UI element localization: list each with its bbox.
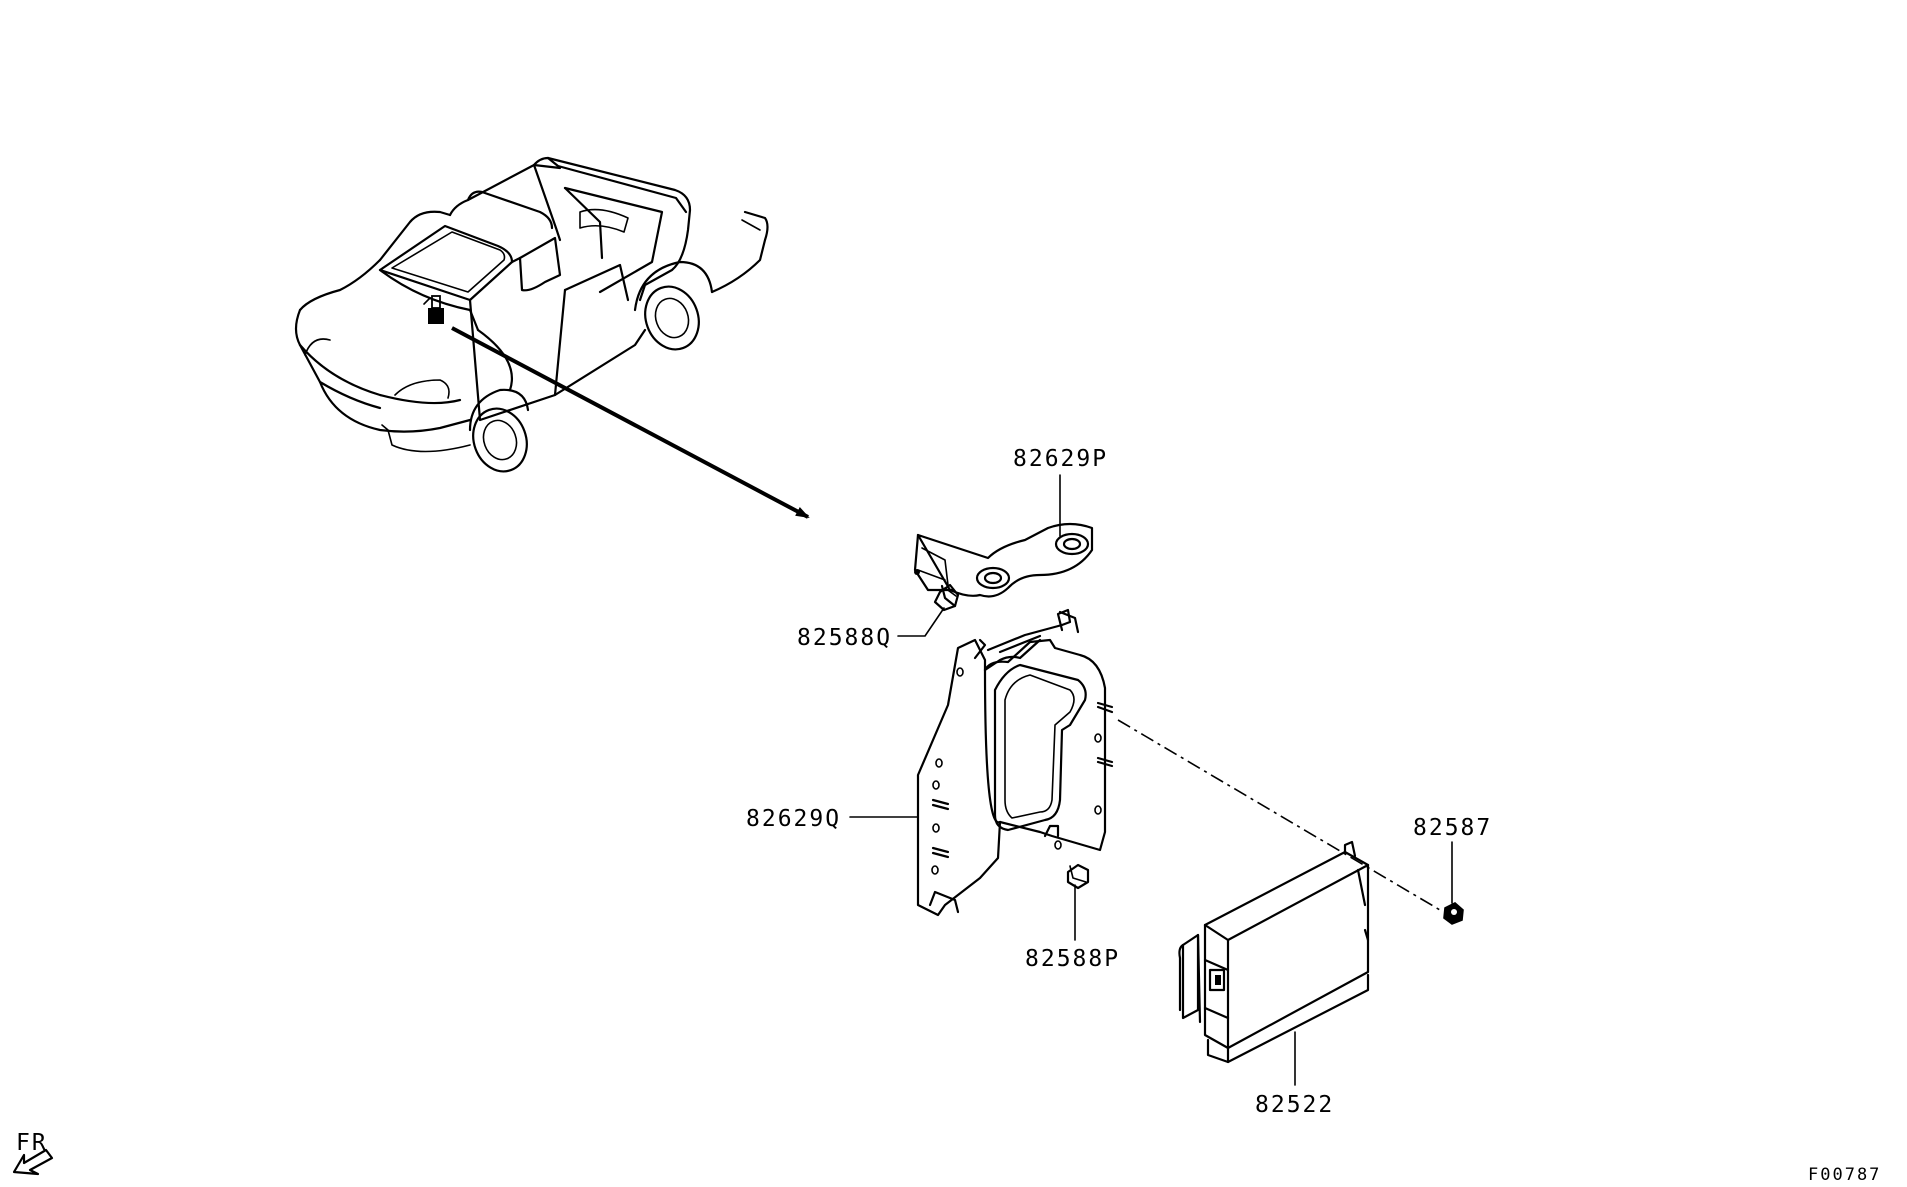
main-bracket-82629q xyxy=(916,608,1114,917)
label-82522: 82522 xyxy=(1255,1092,1334,1118)
front-direction-marker: FR xyxy=(12,1130,54,1176)
label-82588q: 82588Q xyxy=(797,625,892,651)
ecu-location-marker xyxy=(423,295,444,324)
label-82588p: 82588P xyxy=(1025,946,1120,972)
figure-code: F00787 xyxy=(1808,1165,1881,1185)
bolt-82588q xyxy=(933,583,960,612)
label-82587: 82587 xyxy=(1413,815,1492,841)
location-pointer-arrow xyxy=(451,326,810,519)
assembly-dashed-line xyxy=(1117,719,1441,911)
label-82629q: 82629Q xyxy=(746,806,841,832)
bolt-82588p xyxy=(1066,863,1090,890)
label-82629p: 82629P xyxy=(1013,446,1108,472)
upper-bracket-82629p xyxy=(913,522,1094,598)
leader-line-82588q xyxy=(897,607,945,637)
truck-illustration xyxy=(294,156,769,473)
nut-82587 xyxy=(1443,902,1464,925)
front-direction-arrow-icon xyxy=(12,1148,54,1176)
fr-label: FR xyxy=(16,1130,48,1156)
control-unit-82522 xyxy=(1178,840,1370,1064)
